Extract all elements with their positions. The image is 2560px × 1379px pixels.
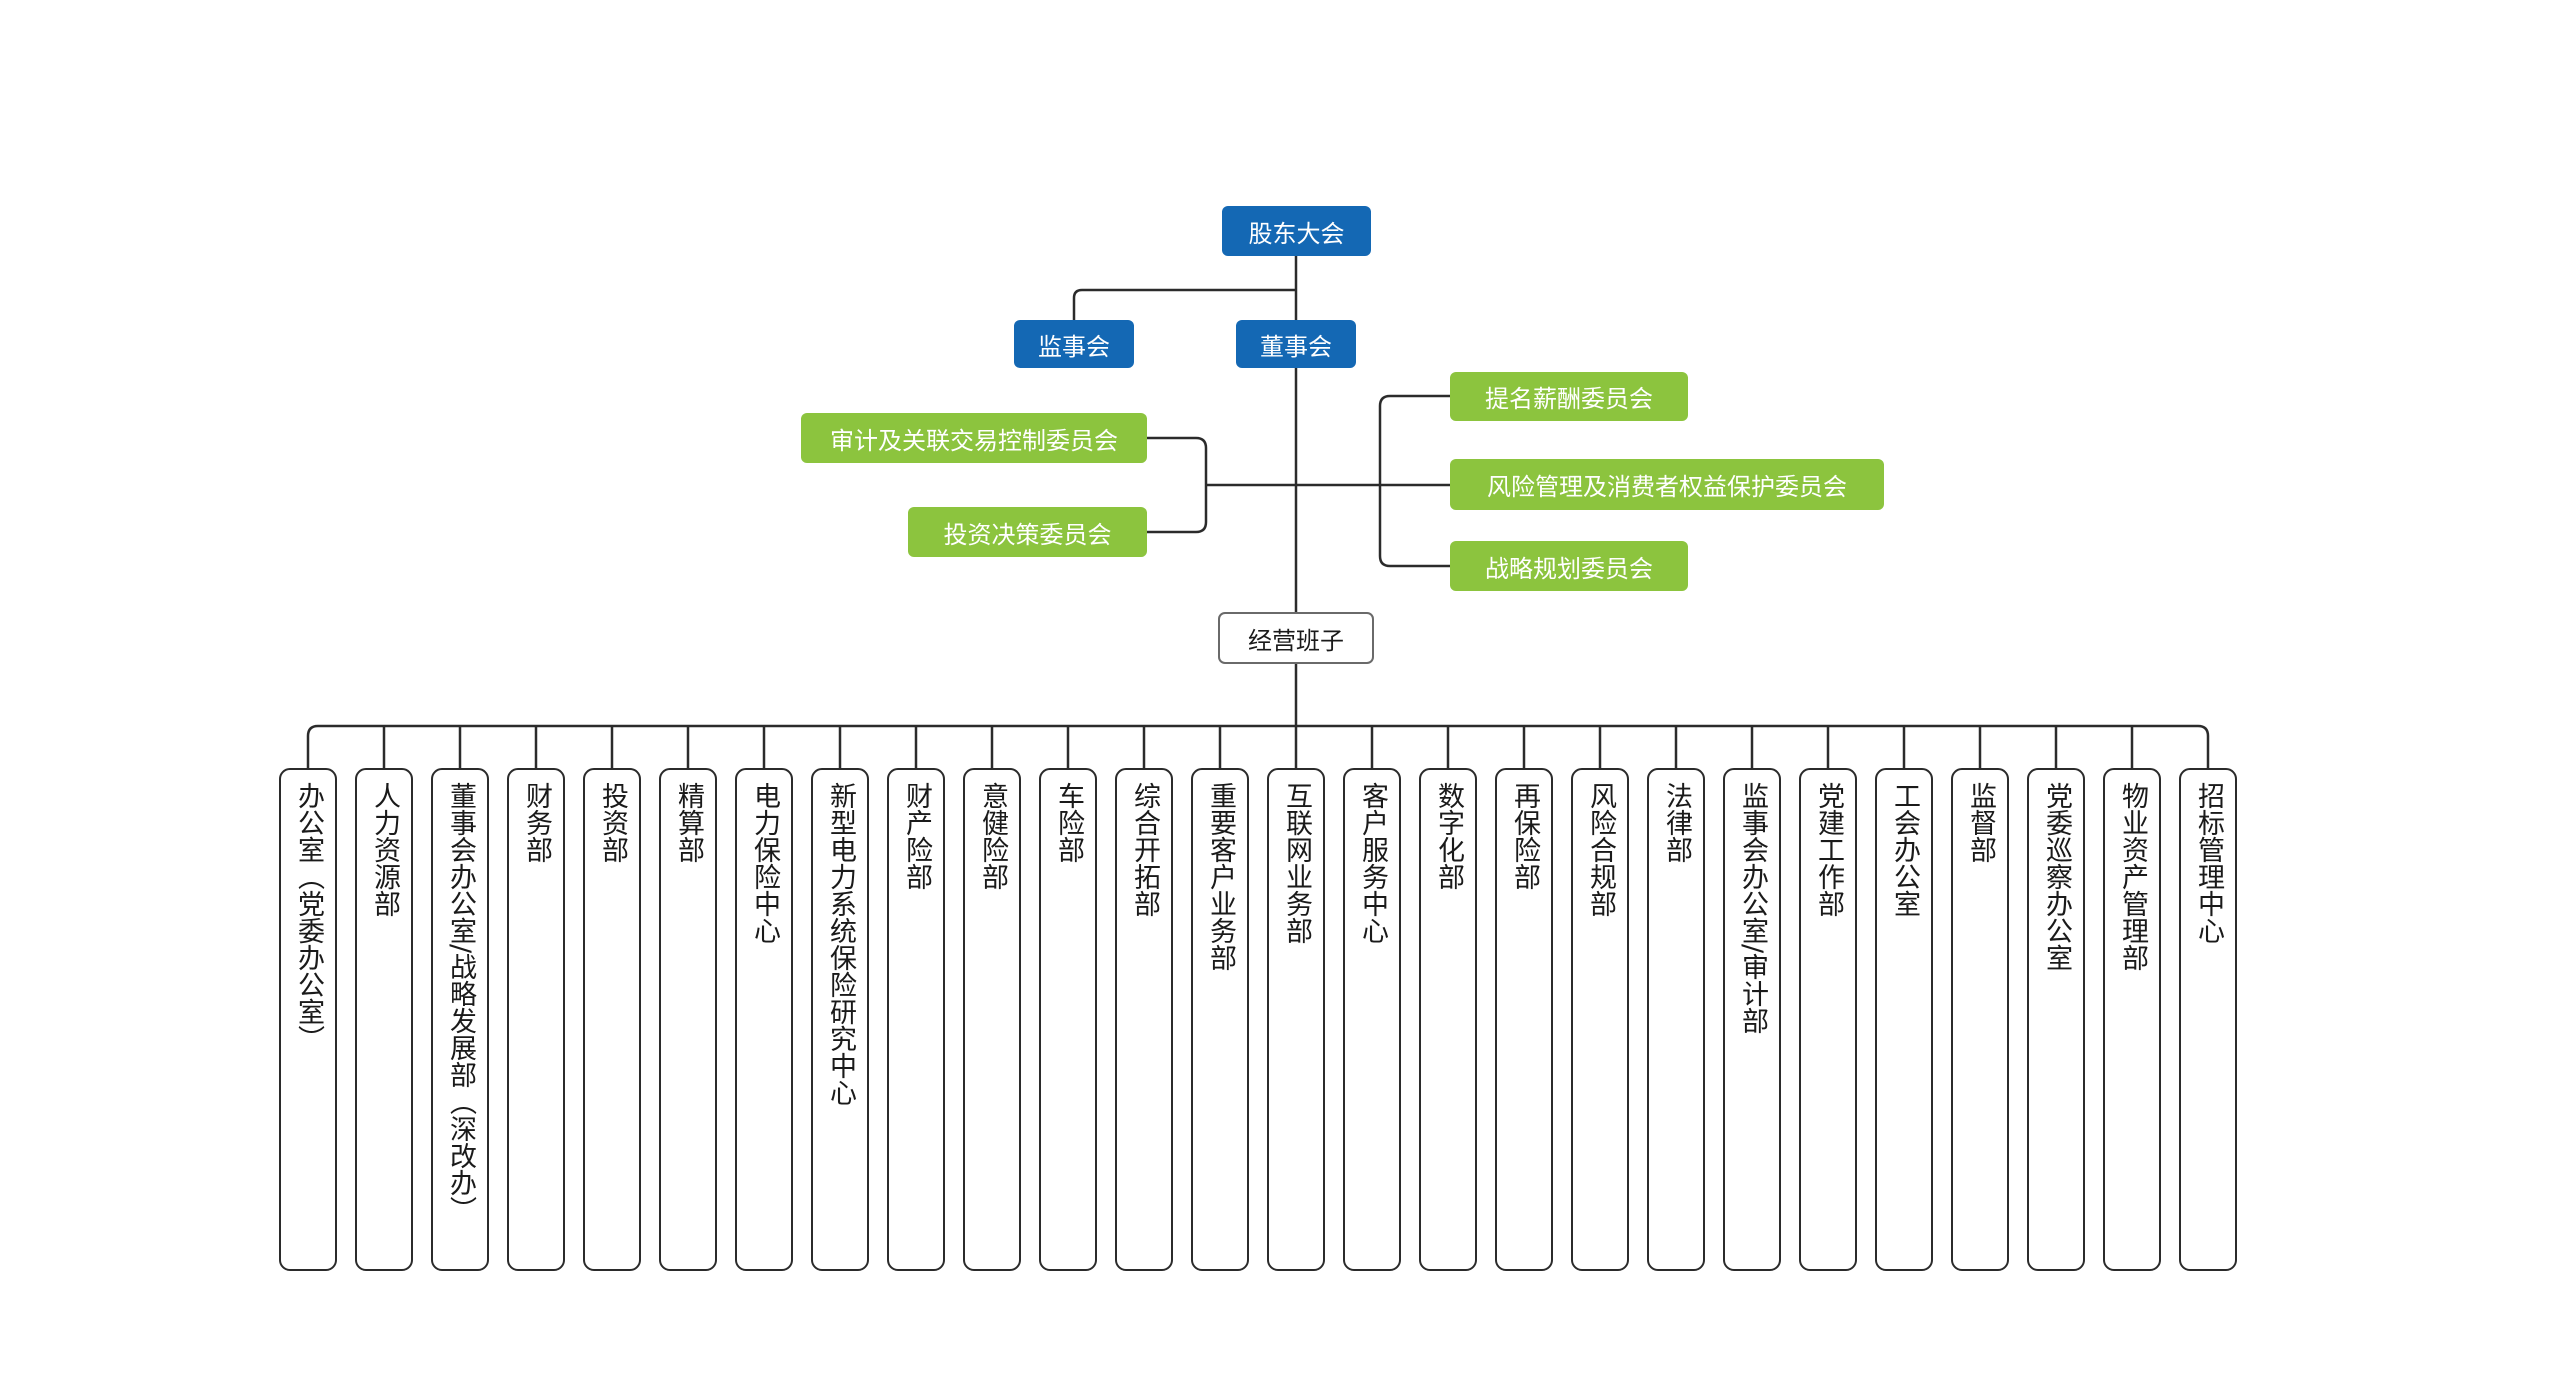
department-label: 工会办公室 xyxy=(1889,782,1920,917)
department-box: 综合开拓部 xyxy=(1115,768,1173,1271)
committee-audit-label: 审计及关联交易控制委员会 xyxy=(830,426,1118,455)
department-label: 风险合规部 xyxy=(1585,782,1616,917)
department-box: 风险合规部 xyxy=(1571,768,1629,1271)
department-label: 财产险部 xyxy=(901,782,932,890)
department-label: 互联网业务部 xyxy=(1281,782,1312,944)
department-label: 财务部 xyxy=(521,782,552,863)
committee-risk-label: 风险管理及消费者权益保护委员会 xyxy=(1487,473,1847,501)
department-label: 监督部 xyxy=(1965,782,1996,863)
department-label: 综合开拓部 xyxy=(1129,782,1160,917)
department-label: 重要客户业务部 xyxy=(1205,782,1236,971)
department-box: 财产险部 xyxy=(887,768,945,1271)
department-box: 党建工作部 xyxy=(1799,768,1857,1271)
connector-right-committees xyxy=(1378,394,1450,568)
committee-audit: 审计及关联交易控制委员会 xyxy=(801,413,1147,463)
department-box: 财务部 xyxy=(507,768,565,1271)
department-box: 新型电力系统保险研究中心 xyxy=(811,768,869,1271)
department-box: 监事会办公室/审计部 xyxy=(1723,768,1781,1271)
department-box: 车险部 xyxy=(1039,768,1097,1271)
department-label: 新型电力系统保险研究中心 xyxy=(825,782,856,1106)
department-label: 监事会办公室/审计部 xyxy=(1737,782,1768,1035)
department-label: 精算部 xyxy=(673,782,704,863)
department-box: 电力保险中心 xyxy=(735,768,793,1271)
department-label: 电力保险中心 xyxy=(749,782,780,944)
department-box: 工会办公室 xyxy=(1875,768,1933,1271)
committee-investment-label: 投资决策委员会 xyxy=(943,520,1112,549)
committee-nomination-label: 提名薪酬委员会 xyxy=(1485,385,1653,413)
supervisory-board-node: 监事会 xyxy=(1014,320,1134,368)
department-box: 法律部 xyxy=(1647,768,1705,1271)
department-label: 党委巡察办公室 xyxy=(2041,782,2072,971)
department-box: 客户服务中心 xyxy=(1343,768,1401,1271)
department-box: 数字化部 xyxy=(1419,768,1477,1271)
department-box: 人力资源部 xyxy=(355,768,413,1271)
committee-nomination: 提名薪酬委员会 xyxy=(1450,372,1688,421)
department-box: 物业资产管理部 xyxy=(2103,768,2161,1271)
department-box: 董事会办公室/战略发展部（深改办） xyxy=(431,768,489,1271)
department-label: 法律部 xyxy=(1661,782,1692,863)
connector-department-bus xyxy=(306,724,2210,768)
department-label: 办公室（党委办公室） xyxy=(293,782,324,1052)
department-box: 招标管理中心 xyxy=(2179,768,2237,1271)
management-team-label: 经营班子 xyxy=(1248,626,1344,655)
department-label: 数字化部 xyxy=(1433,782,1464,890)
department-box: 投资部 xyxy=(583,768,641,1271)
department-label: 物业资产管理部 xyxy=(2117,782,2148,971)
department-box: 监督部 xyxy=(1951,768,2009,1271)
department-box: 互联网业务部 xyxy=(1267,768,1325,1271)
committee-risk: 风险管理及消费者权益保护委员会 xyxy=(1450,459,1884,510)
department-label: 人力资源部 xyxy=(369,782,400,917)
department-label: 客户服务中心 xyxy=(1357,782,1388,944)
board-of-directors-node: 董事会 xyxy=(1236,320,1356,368)
management-team-node: 经营班子 xyxy=(1218,612,1374,664)
shareholders-meeting-label: 股东大会 xyxy=(1248,219,1345,248)
department-box: 党委巡察办公室 xyxy=(2027,768,2085,1271)
department-label: 再保险部 xyxy=(1509,782,1540,890)
department-label: 车险部 xyxy=(1053,782,1084,863)
department-box: 意健险部 xyxy=(963,768,1021,1271)
department-box: 再保险部 xyxy=(1495,768,1553,1271)
department-label: 董事会办公室/战略发展部（深改办） xyxy=(445,782,476,1224)
department-label: 招标管理中心 xyxy=(2193,782,2224,944)
committee-strategy-label: 战略规划委员会 xyxy=(1485,554,1653,583)
department-box: 精算部 xyxy=(659,768,717,1271)
committee-investment: 投资决策委员会 xyxy=(908,507,1147,557)
connector-left-committees xyxy=(1147,436,1208,534)
department-label: 党建工作部 xyxy=(1813,782,1844,917)
department-box: 重要客户业务部 xyxy=(1191,768,1249,1271)
supervisory-board-label: 监事会 xyxy=(1038,332,1110,361)
department-box: 办公室（党委办公室） xyxy=(279,768,337,1271)
department-label: 意健险部 xyxy=(977,782,1008,890)
committee-strategy: 战略规划委员会 xyxy=(1450,541,1688,591)
connector-shareholders xyxy=(1072,256,1298,320)
department-label: 投资部 xyxy=(597,782,628,863)
shareholders-meeting-node: 股东大会 xyxy=(1222,206,1371,256)
board-of-directors-label: 董事会 xyxy=(1260,332,1332,361)
